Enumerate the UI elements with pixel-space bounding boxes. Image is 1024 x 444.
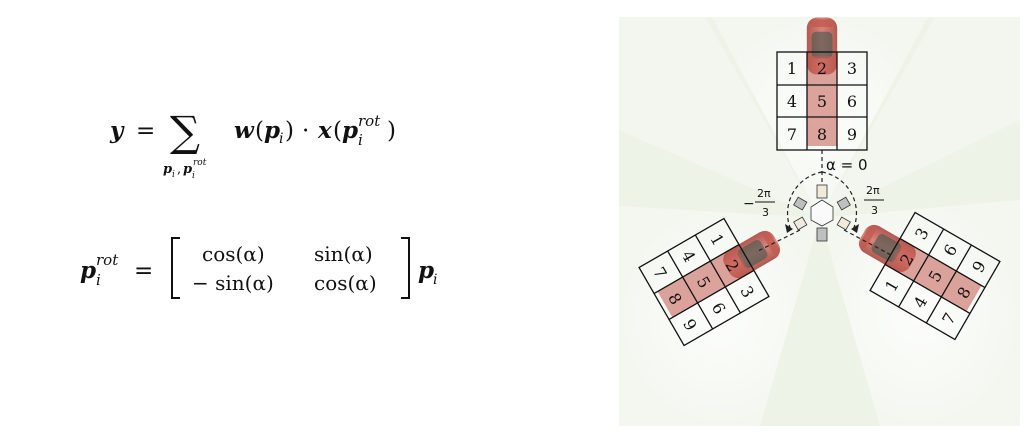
eq1-sub-i2: i [358, 131, 363, 149]
left-angle-sign: − [743, 196, 755, 212]
camera-upper-right [836, 196, 851, 211]
eq1-sub-i: i [279, 131, 283, 147]
sensor-rig [793, 184, 851, 242]
sum-sub-p2: p [183, 162, 192, 177]
camera-upper-left [793, 196, 808, 211]
sum-sub-i: i [172, 170, 175, 180]
eq2-lhs-sub: i [96, 271, 101, 289]
rotation-diagram: 1 2 3 4 5 6 7 8 9 1 [619, 17, 1020, 426]
eq2-lhs-sup: rot [96, 251, 119, 269]
grid-top-cell-3: 3 [847, 59, 857, 78]
sum-sub-comma: , [177, 162, 181, 177]
grid-top-cell-2: 2 [817, 59, 827, 78]
eq1-open-paren-1: ( [255, 118, 264, 144]
arrowhead-left [785, 224, 793, 233]
matrix-left-bracket [171, 237, 180, 299]
left-angle-den: 3 [762, 206, 769, 219]
eq1-close-paren-1: ) [285, 118, 294, 144]
matrix-m11: cos(α) [202, 242, 265, 266]
sum-sub-i2: i [192, 171, 195, 181]
beam-top-left-light [619, 17, 820, 218]
eq1-p2: p [342, 117, 358, 144]
eq1-open-paren-2: ( [333, 118, 342, 144]
beam-top-right-light [820, 17, 1020, 218]
eq2-lhs-p: p [80, 257, 96, 284]
grid-top-cell-1: 1 [787, 59, 797, 78]
eq1-equals: = [136, 118, 155, 144]
rig-hub [810, 199, 834, 227]
connector-right [843, 229, 894, 257]
grid-top-cell-8: 8 [817, 125, 827, 144]
matrix-m22: cos(α) [314, 271, 377, 295]
eq1-w: w [234, 117, 255, 144]
alpha-label: α = 0 [826, 156, 868, 174]
left-angle-num: 2π [757, 187, 771, 200]
arc-right [821, 171, 858, 231]
eq2-equals: = [134, 258, 153, 284]
grid-lines [638, 217, 770, 347]
right-angle-num: 2π [866, 184, 880, 197]
camera-top [816, 184, 828, 199]
matrix-m12: sin(α) [314, 242, 373, 266]
sum-sub-rot: rot [193, 158, 207, 168]
eq1-x: x [317, 117, 332, 144]
beam-right [820, 200, 1020, 426]
car-right-body [888, 240, 982, 312]
connector-left [755, 229, 801, 253]
grid-top-cell-6: 6 [847, 92, 857, 111]
arrowhead-right [851, 224, 859, 233]
car-top-body [807, 56, 837, 146]
camera-bottom [816, 227, 828, 242]
sum-sub-p: p [163, 162, 172, 177]
eq1-dot: · [302, 118, 309, 144]
eq1-p: p [264, 117, 280, 144]
equation-2: p rot i = cos(α) sin(α) − sin(α) cos(α) … [80, 237, 437, 299]
grid-top-cell-7: 7 [787, 125, 797, 144]
grid-top-cell-9: 9 [847, 125, 857, 144]
grid-top-cell-5: 5 [817, 92, 827, 111]
eq2-rhs-sub: i [433, 272, 437, 288]
eq1-close-paren-2: ) [387, 118, 396, 144]
dashed-connectors [755, 150, 894, 257]
matrix-right-bracket [401, 237, 410, 299]
matrix-m21: − sin(α) [192, 271, 274, 295]
sum-symbol: ∑ [170, 107, 200, 156]
eq2-rhs-p: p [418, 257, 434, 284]
camera-lower-left [793, 216, 808, 231]
grid-top-cell-4: 4 [787, 92, 797, 111]
arc-left [786, 171, 823, 231]
equation-1: y = ∑ p i , p rot i w ( p i ) · x ( p ro… [109, 107, 396, 181]
eq1-lhs: y [109, 117, 125, 144]
right-angle-den: 3 [871, 204, 878, 217]
camera-lower-right [836, 216, 851, 231]
arrowheads [785, 224, 859, 233]
eq1-sup-rot: rot [358, 112, 381, 130]
grid-lines [869, 211, 1001, 341]
car-left-body [657, 246, 751, 318]
